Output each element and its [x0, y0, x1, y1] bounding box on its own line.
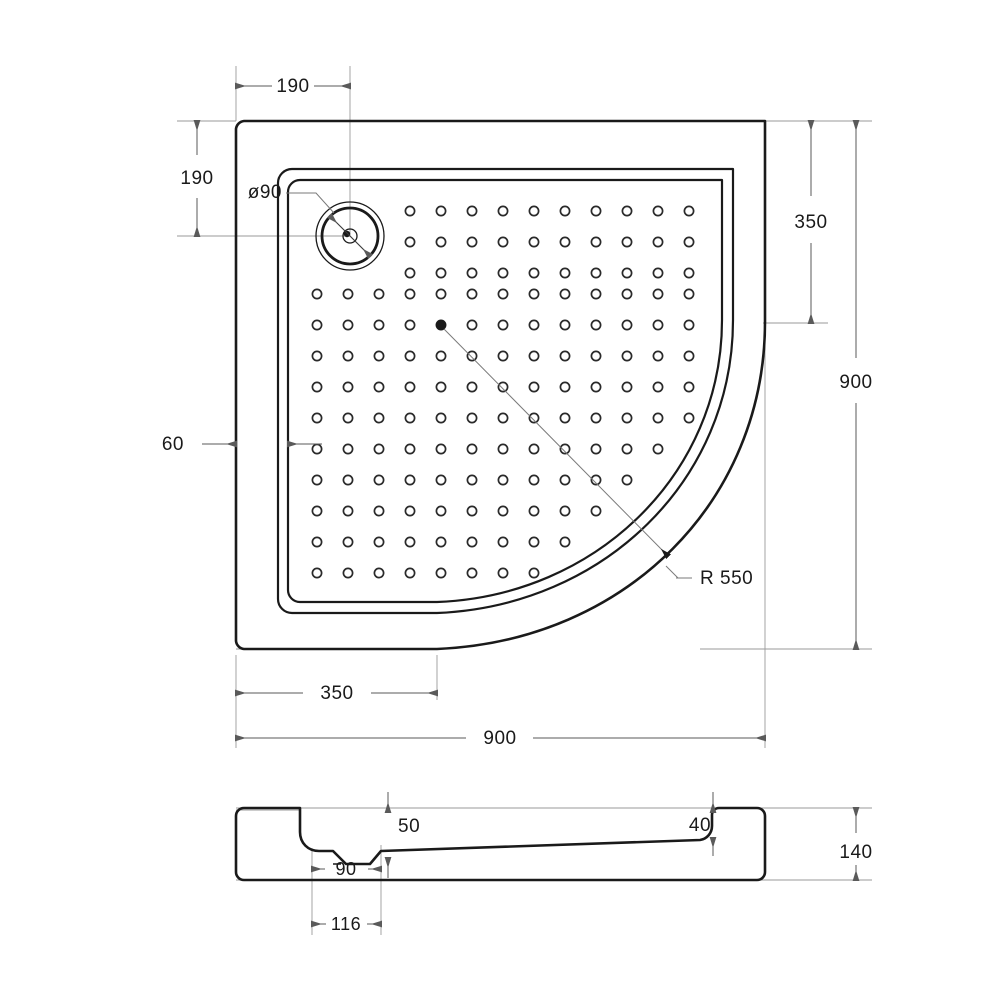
dim-recess-width: 90 [311, 859, 382, 879]
dim-60-label: 60 [162, 434, 184, 455]
dim-190-top-label: 190 [276, 76, 309, 97]
plan-view: ø90 R 550 190 190 60 [162, 66, 872, 749]
drain-center-point [343, 230, 351, 238]
dot-row [311, 412, 695, 424]
dot-row [311, 443, 664, 455]
dim-lip-height: 40 [689, 792, 717, 856]
dim-drain-offset-from-edge: 116 [311, 914, 382, 934]
dim-40-label: 40 [689, 815, 711, 836]
section-view: 50 90 116 40 140 [234, 792, 872, 935]
dot-row [311, 474, 633, 486]
radius-arrow [443, 328, 672, 560]
anti-slip-dot-grid [311, 205, 695, 579]
dim-overall-width: 900 [235, 728, 766, 749]
dim-900-bottom-label: 900 [483, 728, 516, 749]
dim-drain-offset-x: 190 [235, 76, 351, 97]
dot-row [311, 536, 571, 548]
dot-row [311, 350, 695, 362]
dim-recess-depth: 50 [384, 792, 420, 878]
dim-350-right-label: 350 [794, 212, 827, 233]
corner-radius-callout: R 550 [443, 328, 753, 589]
drain-middle-circle [320, 206, 380, 266]
dot-row [311, 381, 695, 393]
dim-overall-depth: 900 [839, 120, 872, 650]
dot-row [311, 288, 695, 300]
drain-label-leader [286, 192, 335, 214]
dim-corner-tangent-y: 350 [794, 120, 827, 324]
dim-350-bottom-label: 350 [320, 683, 353, 704]
corner-radius-label: R 550 [700, 568, 753, 589]
dot-row [311, 505, 602, 517]
dot-row [404, 236, 695, 248]
dim-wall-thickness: 60 [162, 434, 322, 455]
dot-row [404, 205, 695, 217]
tray-basin-outline [286, 178, 724, 604]
dim-overall-height: 140 [839, 807, 872, 881]
dim-50-label: 50 [398, 816, 420, 837]
drain-diameter-label: ø90 [248, 182, 282, 203]
dot-row [404, 267, 695, 279]
tray-outer-outline [234, 119, 767, 651]
dim-116-label: 116 [331, 914, 361, 934]
dim-190-left-label: 190 [180, 168, 213, 189]
section-profile-outline [234, 806, 767, 882]
radius-label-elbow [665, 565, 679, 579]
dim-corner-tangent-x: 350 [235, 683, 438, 704]
drain-outlet: ø90 [248, 182, 385, 271]
dot-row [311, 319, 695, 331]
dim-drain-offset-y: 190 [180, 120, 213, 237]
drain-diameter-arrow [326, 212, 374, 260]
dot-row [311, 567, 540, 579]
dim-90-label: 90 [335, 859, 356, 879]
tray-rim-outline [276, 167, 735, 615]
drain-outer-circle [315, 201, 385, 271]
dim-140-label: 140 [839, 842, 872, 863]
dim-900-right-label: 900 [839, 372, 872, 393]
